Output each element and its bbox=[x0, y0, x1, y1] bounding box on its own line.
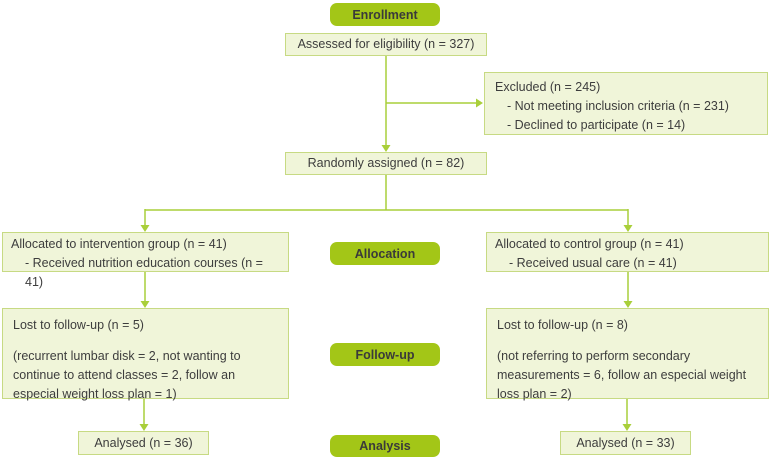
arrow-assessed-to-randomized bbox=[381, 56, 391, 152]
allocation-control-detail: - Received usual care (n = 41) bbox=[509, 256, 677, 270]
arrow-control-to-followup bbox=[623, 272, 633, 308]
followup-control-detail: (not referring to perform secondary meas… bbox=[497, 349, 747, 401]
box-allocation-control: Allocated to control group (n = 41) - Re… bbox=[486, 232, 769, 272]
box-followup-control: Lost to follow-up (n = 8) (not referring… bbox=[486, 308, 769, 401]
box-randomly-assigned: Randomly assigned (n = 82) bbox=[285, 152, 487, 175]
arrow-to-excluded bbox=[386, 98, 483, 108]
excluded-title: Excluded (n = 245) bbox=[495, 80, 601, 94]
allocation-intervention-detail: - Received nutrition education courses (… bbox=[25, 256, 263, 289]
stage-label-analysis: Analysis bbox=[330, 435, 440, 457]
stage-label-followup: Follow-up bbox=[330, 343, 440, 366]
allocation-intervention-title: Allocated to intervention group (n = 41) bbox=[11, 237, 227, 251]
excluded-reason-1: - Not meeting inclusion criteria (n = 23… bbox=[507, 99, 729, 113]
box-followup-intervention: Lost to follow-up (n = 5) (recurrent lum… bbox=[2, 308, 289, 401]
followup-control-title: Lost to follow-up (n = 8) bbox=[497, 318, 628, 332]
arrow-randomized-split bbox=[140, 175, 633, 232]
excluded-reasons: - Not meeting inclusion criteria (n = 23… bbox=[495, 97, 757, 135]
box-assessed-for-eligibility: Assessed for eligibility (n = 327) bbox=[285, 33, 487, 56]
box-allocation-intervention: Allocated to intervention group (n = 41)… bbox=[2, 232, 289, 289]
followup-intervention-detail: (recurrent lumbar disk = 2, not wanting … bbox=[13, 349, 241, 401]
box-excluded: Excluded (n = 245) - Not meeting inclusi… bbox=[484, 72, 768, 135]
allocation-control-title: Allocated to control group (n = 41) bbox=[495, 237, 684, 251]
stage-label-allocation: Allocation bbox=[330, 242, 440, 265]
excluded-reason-2: - Declined to participate (n = 14) bbox=[507, 118, 686, 132]
followup-intervention-title: Lost to follow-up (n = 5) bbox=[13, 318, 144, 332]
box-analysed-intervention: Analysed (n = 36) bbox=[78, 431, 209, 455]
box-analysed-control: Analysed (n = 33) bbox=[560, 431, 691, 455]
stage-label-enrollment: Enrollment bbox=[330, 3, 440, 26]
